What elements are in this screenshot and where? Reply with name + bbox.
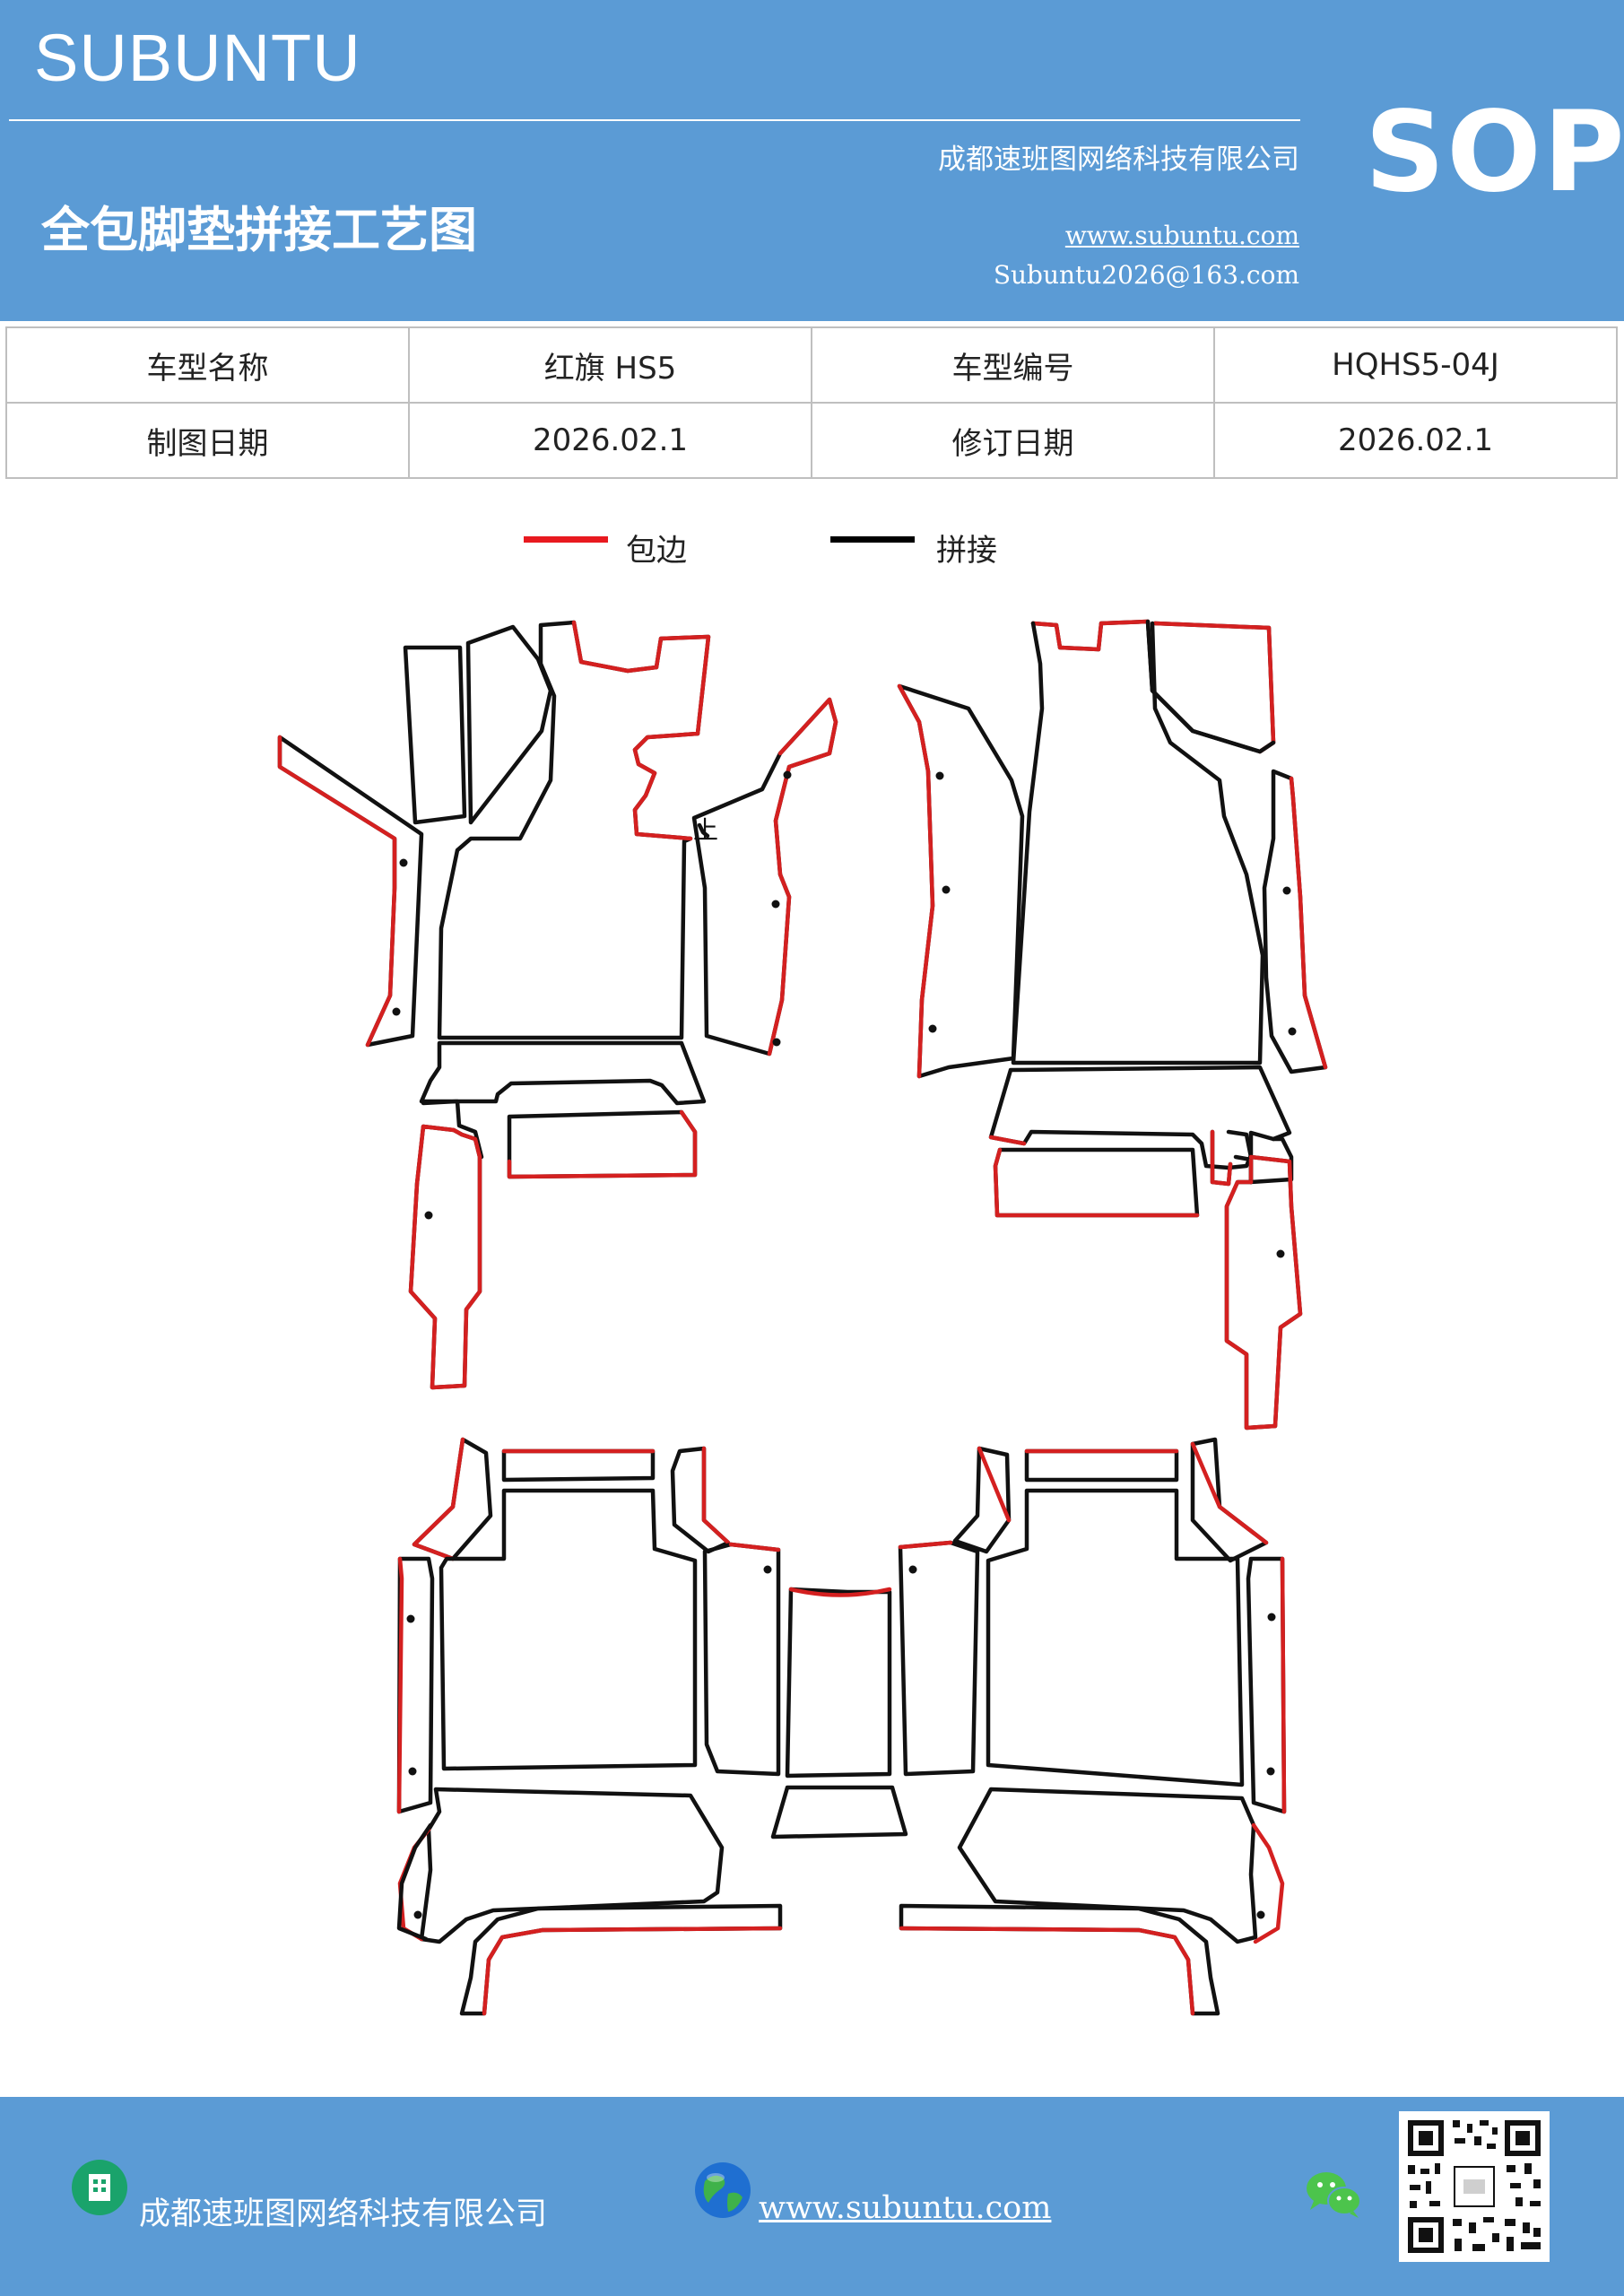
orientation-mark: 上 (693, 815, 718, 845)
rear-left-mat (396, 1437, 783, 2016)
table-cell: HQHS5-04J (1213, 326, 1618, 404)
vehicle-info-table: 车型名称 红旗 HS5 车型编号 HQHS5-04J 制图日期 2026.02.… (5, 326, 1618, 479)
legend-label-edge: 包边 (626, 533, 687, 569)
footer-website-link[interactable]: www.subuntu.com (759, 2190, 1052, 2226)
website-link[interactable]: www.subuntu.com (1064, 221, 1299, 250)
table-cell: 修订日期 (811, 402, 1215, 479)
document-title: 全包脚垫拼接工艺图 (41, 201, 477, 258)
driver-front-mat: 上 (277, 620, 838, 1390)
table-cell: 红旗 HS5 (408, 326, 812, 404)
rear-right-mat (898, 1437, 1287, 2016)
email-address: Subuntu2026@163.com (993, 260, 1299, 290)
wechat-icon (1307, 2172, 1361, 2218)
globe-icon (695, 2162, 751, 2218)
table-cell: 2026.02.1 (1213, 402, 1618, 479)
footer-banner: 成都速班图网络科技有限公司 www.subuntu.com (0, 2097, 1624, 2296)
legend-swatch-seam (830, 536, 915, 543)
passenger-front-mat (897, 619, 1328, 1431)
header-divider (9, 119, 1300, 121)
table-cell: 2026.02.1 (408, 402, 812, 479)
building-icon (72, 2160, 127, 2215)
table-cell: 制图日期 (5, 402, 410, 479)
brand-name: SUBUNTU (34, 21, 361, 95)
table-row: 制图日期 2026.02.1 修订日期 2026.02.1 (5, 402, 1618, 479)
table-cell: 车型编号 (811, 326, 1215, 404)
table-row: 车型名称 红旗 HS5 车型编号 HQHS5-04J (5, 326, 1618, 404)
rear-center-mat (770, 1587, 908, 1839)
company-name: 成都速班图网络科技有限公司 (938, 144, 1299, 176)
sop-badge: SOP (1365, 88, 1624, 217)
table-cell: 车型名称 (5, 326, 410, 404)
legend-label-seam: 拼接 (936, 533, 997, 569)
legend-swatch-edge (524, 536, 608, 543)
footer-company: 成都速班图网络科技有限公司 (139, 2196, 548, 2232)
header-banner: SUBUNTU 成都速班图网络科技有限公司 全包脚垫拼接工艺图 www.subu… (0, 0, 1624, 321)
qr-code (1399, 2111, 1550, 2262)
